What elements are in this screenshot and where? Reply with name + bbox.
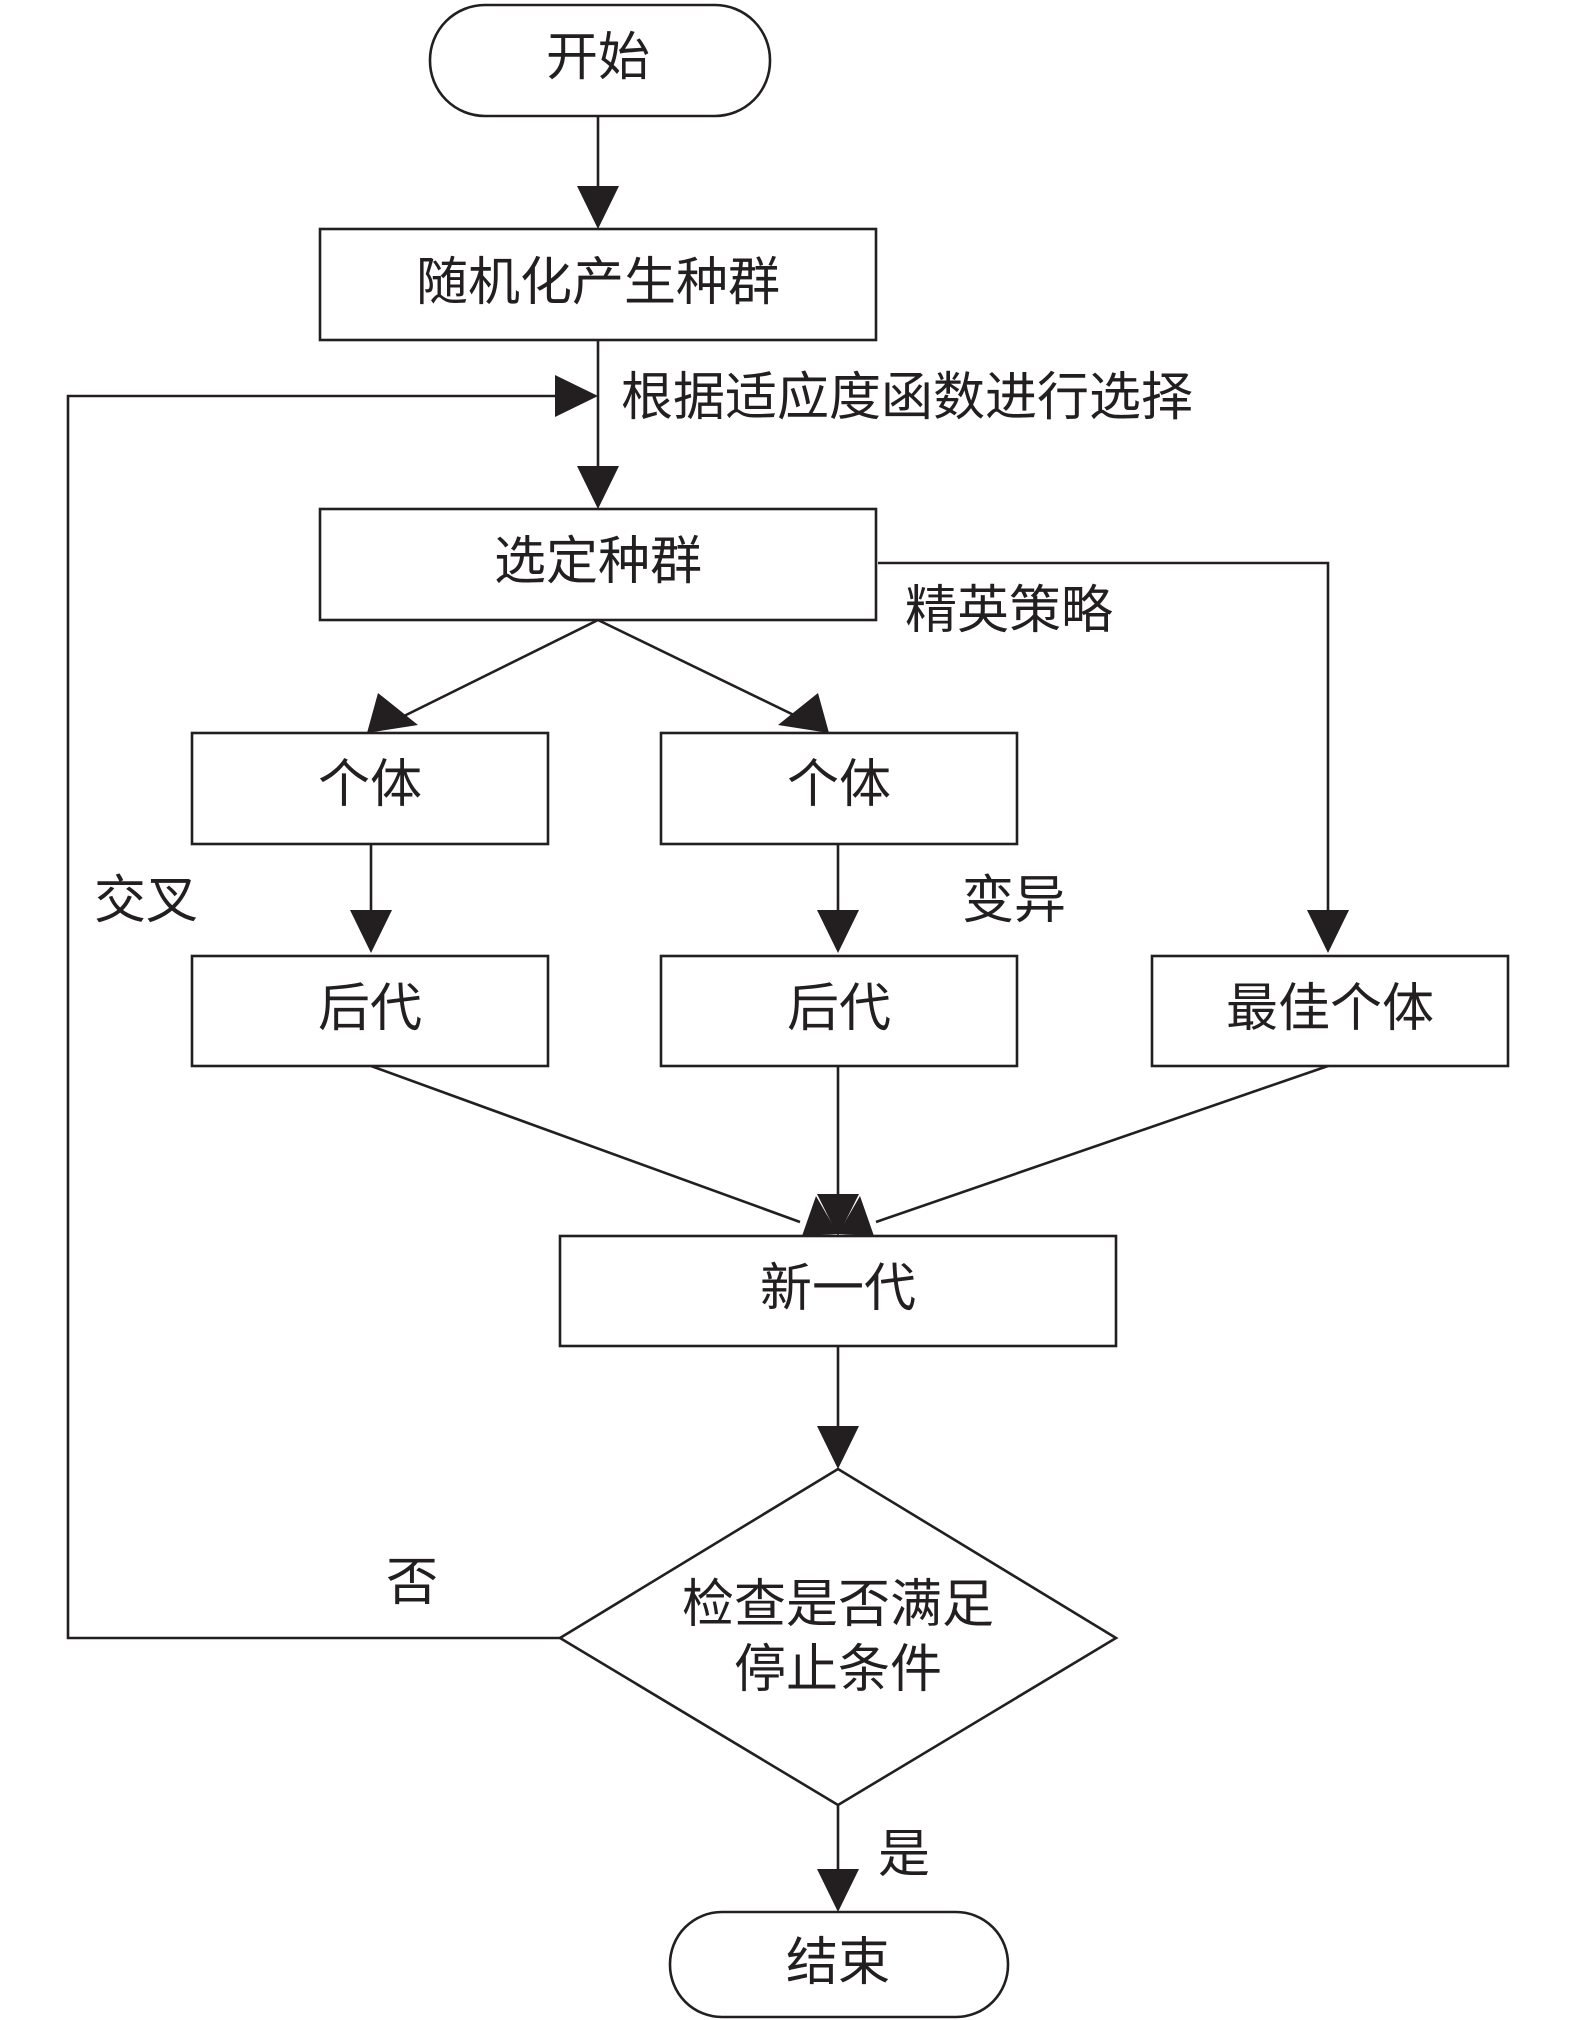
arrow-into-end bbox=[817, 1869, 859, 1912]
selected-population-label: 选定种群 bbox=[494, 532, 702, 592]
arrow-into-new-from-best bbox=[838, 1196, 874, 1236]
offspring-right-box bbox=[659, 954, 1019, 1068]
node-labels: 开始 随机化产生种群 选定种群 个体 个体 后代 后代 最佳个体 新一代 检查是… bbox=[318, 28, 1434, 1993]
connectors bbox=[66, 116, 1330, 1880]
best-individual-box bbox=[1150, 954, 1510, 1068]
elite-edge-label: 精英策略 bbox=[905, 581, 1113, 641]
check-decision-diamond bbox=[557, 1467, 1119, 1807]
start-label: 开始 bbox=[546, 28, 650, 88]
offspring-left-box bbox=[190, 954, 550, 1068]
offspring-left-label: 后代 bbox=[318, 979, 422, 1039]
edge-best-to-new bbox=[875, 1064, 1329, 1224]
best-individual-label: 最佳个体 bbox=[1226, 979, 1434, 1039]
offspring-right-label: 后代 bbox=[787, 979, 891, 1039]
individual-right-label: 个体 bbox=[787, 755, 891, 815]
individual-right-box bbox=[659, 731, 1019, 846]
arrow-loop-into-selection bbox=[555, 375, 598, 417]
no-edge-label: 否 bbox=[386, 1553, 438, 1613]
arrow-into-left-offspring bbox=[350, 910, 392, 953]
arrow-into-init bbox=[577, 186, 619, 229]
edge-labels: 根据适应度函数进行选择 精英策略 交叉 变异 否 是 bbox=[94, 368, 1193, 1885]
yes-edge-label: 是 bbox=[878, 1825, 930, 1885]
edge-loop-back bbox=[66, 394, 560, 1640]
arrow-into-left-individual bbox=[367, 693, 418, 733]
nodes bbox=[190, 3, 1510, 2019]
new-generation-label: 新一代 bbox=[760, 1259, 916, 1319]
crossover-edge-label: 交叉 bbox=[94, 871, 198, 931]
edge-selected-to-left bbox=[399, 618, 599, 720]
check-label-line2: 停止条件 bbox=[734, 1640, 942, 1700]
selected-population-box bbox=[318, 507, 878, 622]
arrowheads bbox=[350, 186, 1349, 1912]
end-label: 结束 bbox=[786, 1933, 890, 1993]
arrow-into-new-from-left bbox=[802, 1196, 838, 1236]
check-label-line1: 检查是否满足 bbox=[682, 1575, 994, 1635]
init-population-label: 随机化产生种群 bbox=[416, 253, 780, 313]
new-generation-box bbox=[558, 1234, 1118, 1348]
edge-left-offspring-to-new bbox=[370, 1064, 801, 1224]
arrow-into-selected bbox=[577, 466, 619, 509]
end-terminal bbox=[668, 1910, 1010, 2019]
mutation-edge-label: 变异 bbox=[962, 871, 1066, 931]
arrow-into-right-individual bbox=[778, 693, 829, 733]
individual-left-box bbox=[190, 731, 550, 846]
arrow-into-new-from-middle bbox=[817, 1194, 859, 1236]
start-terminal bbox=[428, 3, 772, 118]
arrow-into-check bbox=[817, 1426, 859, 1469]
edge-elite bbox=[878, 561, 1330, 920]
arrow-into-best bbox=[1307, 910, 1349, 953]
individual-left-label: 个体 bbox=[318, 755, 422, 815]
selection-edge-label: 根据适应度函数进行选择 bbox=[621, 368, 1193, 428]
edge-selected-to-right bbox=[597, 618, 801, 720]
init-population-box bbox=[318, 227, 878, 342]
arrow-into-right-offspring bbox=[817, 910, 859, 953]
